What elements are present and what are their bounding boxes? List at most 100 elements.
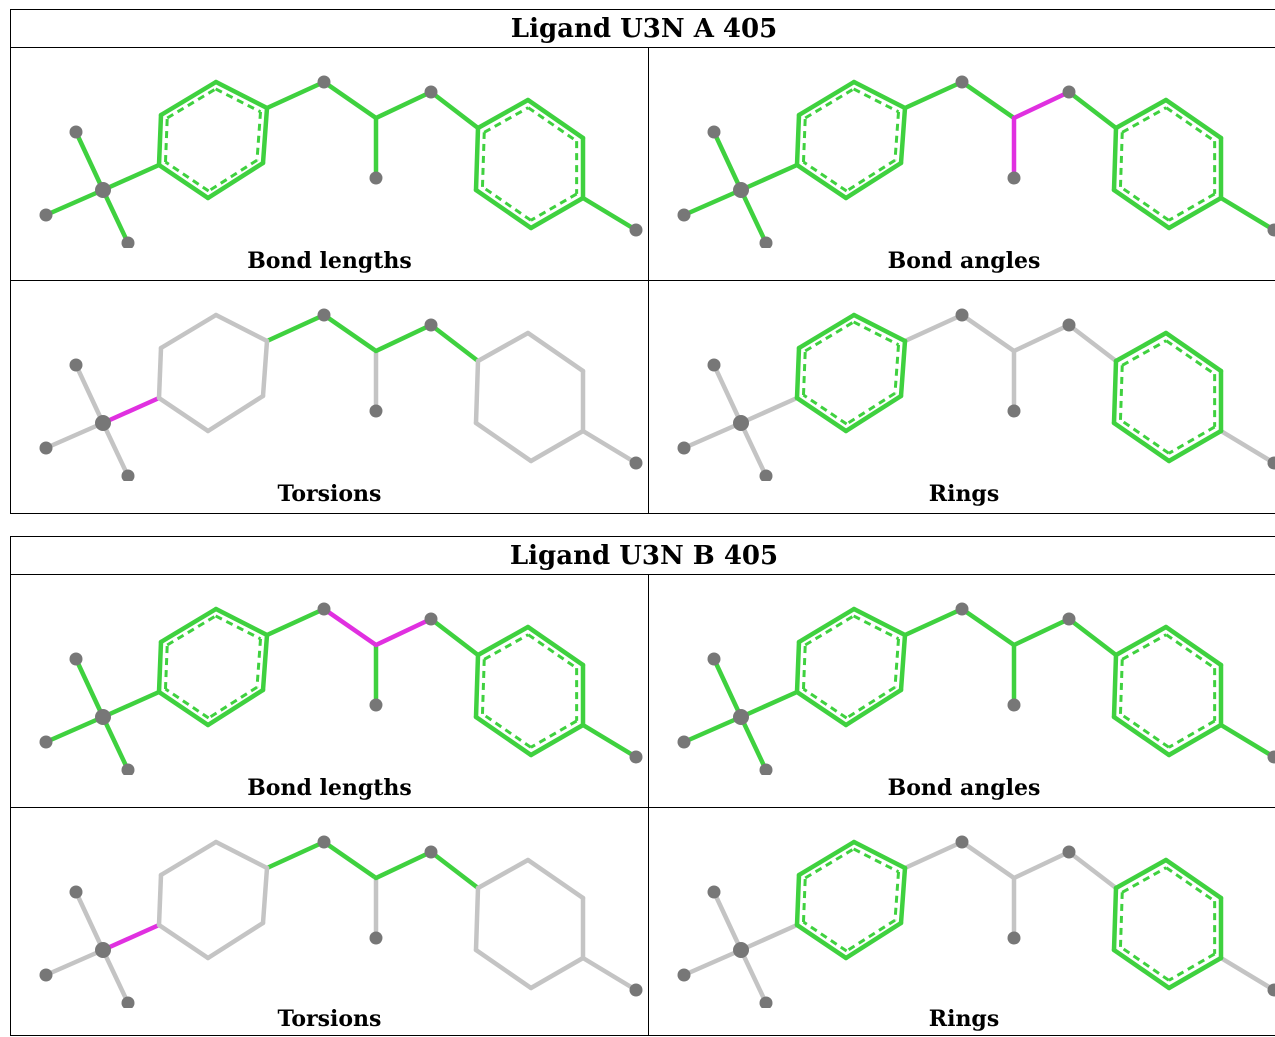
bond-r1-2 [854,842,905,868]
atom-CF [95,709,111,725]
molecule-diagram [11,48,648,248]
cell-a-bond-angles: Bond angles [649,48,1275,280]
atom-CF [733,415,749,431]
bond-b-cf3 [741,165,797,190]
aromatic-bond-r1-5 [803,395,846,424]
aromatic-bond-r2-4 [1120,420,1168,453]
atom-O2 [425,86,438,99]
bond-b-o2 [1069,92,1116,128]
aromatic-bond-r1-0 [803,118,805,162]
bond-b-c2 [376,325,431,351]
aromatic-bond-r1-1 [167,89,215,118]
molecule-diagram [649,281,1275,481]
aromatic-bond-r1-0 [803,878,805,922]
bond-f2 [46,423,103,448]
bond-f1 [714,892,741,950]
bond-r2-1 [528,860,583,898]
atom-F2 [40,736,53,749]
cell-caption: Torsions [11,481,648,507]
bond-r2-4 [1114,950,1169,988]
atom-O1 [318,76,331,89]
bond-r1-3 [901,108,905,163]
panel-a-title: Ligand U3N A 405 [11,10,1275,48]
bond-r1-5 [797,925,846,958]
bond-b-o1 [905,315,962,341]
atom-Cl [630,751,643,764]
bond-f2 [46,190,103,215]
bond-r2-0 [478,627,528,655]
bond-b-cl [1221,198,1274,230]
bond-b-c1 [324,609,376,645]
bond-r1-1 [161,609,216,642]
cell-b-torsions: Torsions [11,808,648,1037]
bond-b-cl [583,725,636,757]
bond-r2-4 [476,190,531,228]
bond-r2-4 [476,423,531,461]
bond-r1-1 [799,609,854,642]
bond-b-c2 [1014,852,1069,878]
bond-r1-3 [263,868,267,923]
bond-b-o1 [905,842,962,868]
bond-b-cl [1221,958,1274,990]
bond-r1-5 [159,925,208,958]
atom-F2 [678,736,691,749]
atom-Me [1008,932,1021,945]
bond-r1-3 [263,635,267,690]
bond-r1-4 [846,690,901,725]
bond-r1-0 [797,875,799,925]
atom-F2 [40,209,53,222]
bond-r1-0 [797,348,799,398]
atom-Me [1008,405,1021,418]
bond-f3 [741,950,766,1003]
bond-r1-2 [854,82,905,108]
bond-b-o2 [1069,325,1116,361]
bond-r2-3 [531,431,583,461]
bond-r1-5 [159,692,208,725]
bond-b-c2 [376,619,431,645]
atom-F1 [70,886,83,899]
bond-r2-3 [531,958,583,988]
atom-F2 [678,442,691,455]
bond-r1-4 [846,396,901,431]
bond-f1 [714,659,741,717]
bond-b-cf3 [103,925,159,950]
bond-b-o1 [267,315,324,341]
bond-r2-0 [478,860,528,888]
aromatic-bond-r2-4 [1120,187,1168,220]
aromatic-bond-r1-4 [847,920,895,951]
bond-b-o1 [905,82,962,108]
bond-f3 [741,423,766,476]
bond-b-o1 [267,82,324,108]
atom-F1 [708,653,721,666]
bond-r1-5 [797,692,846,725]
bond-f1 [76,659,103,717]
bond-r2-5 [1114,361,1116,423]
bond-f3 [103,423,128,476]
bond-r2-0 [1116,860,1166,888]
atom-O1 [956,309,969,322]
atom-CF [733,942,749,958]
bond-b-o1 [905,609,962,635]
bond-b-o2 [431,92,478,128]
bond-r1-4 [208,923,263,958]
aromatic-bond-r2-4 [1120,714,1168,747]
bond-r2-1 [528,333,583,371]
bond-b-cf3 [741,692,797,717]
bond-r1-2 [216,609,267,635]
bond-r1-4 [208,690,263,725]
bond-f3 [741,717,766,770]
bond-r1-0 [159,642,161,692]
atom-O1 [956,603,969,616]
bond-r2-4 [476,717,531,755]
bond-r2-3 [1169,725,1221,755]
bond-r1-5 [159,398,208,431]
bond-b-c2 [1014,92,1069,118]
atom-O2 [1063,86,1076,99]
bond-b-cl [1221,725,1274,757]
bond-r2-5 [476,655,478,717]
bond-r2-3 [1169,198,1221,228]
bond-r2-0 [478,100,528,128]
bond-r1-4 [846,163,901,198]
atom-Me [1008,172,1021,185]
bond-b-c1 [962,609,1014,645]
